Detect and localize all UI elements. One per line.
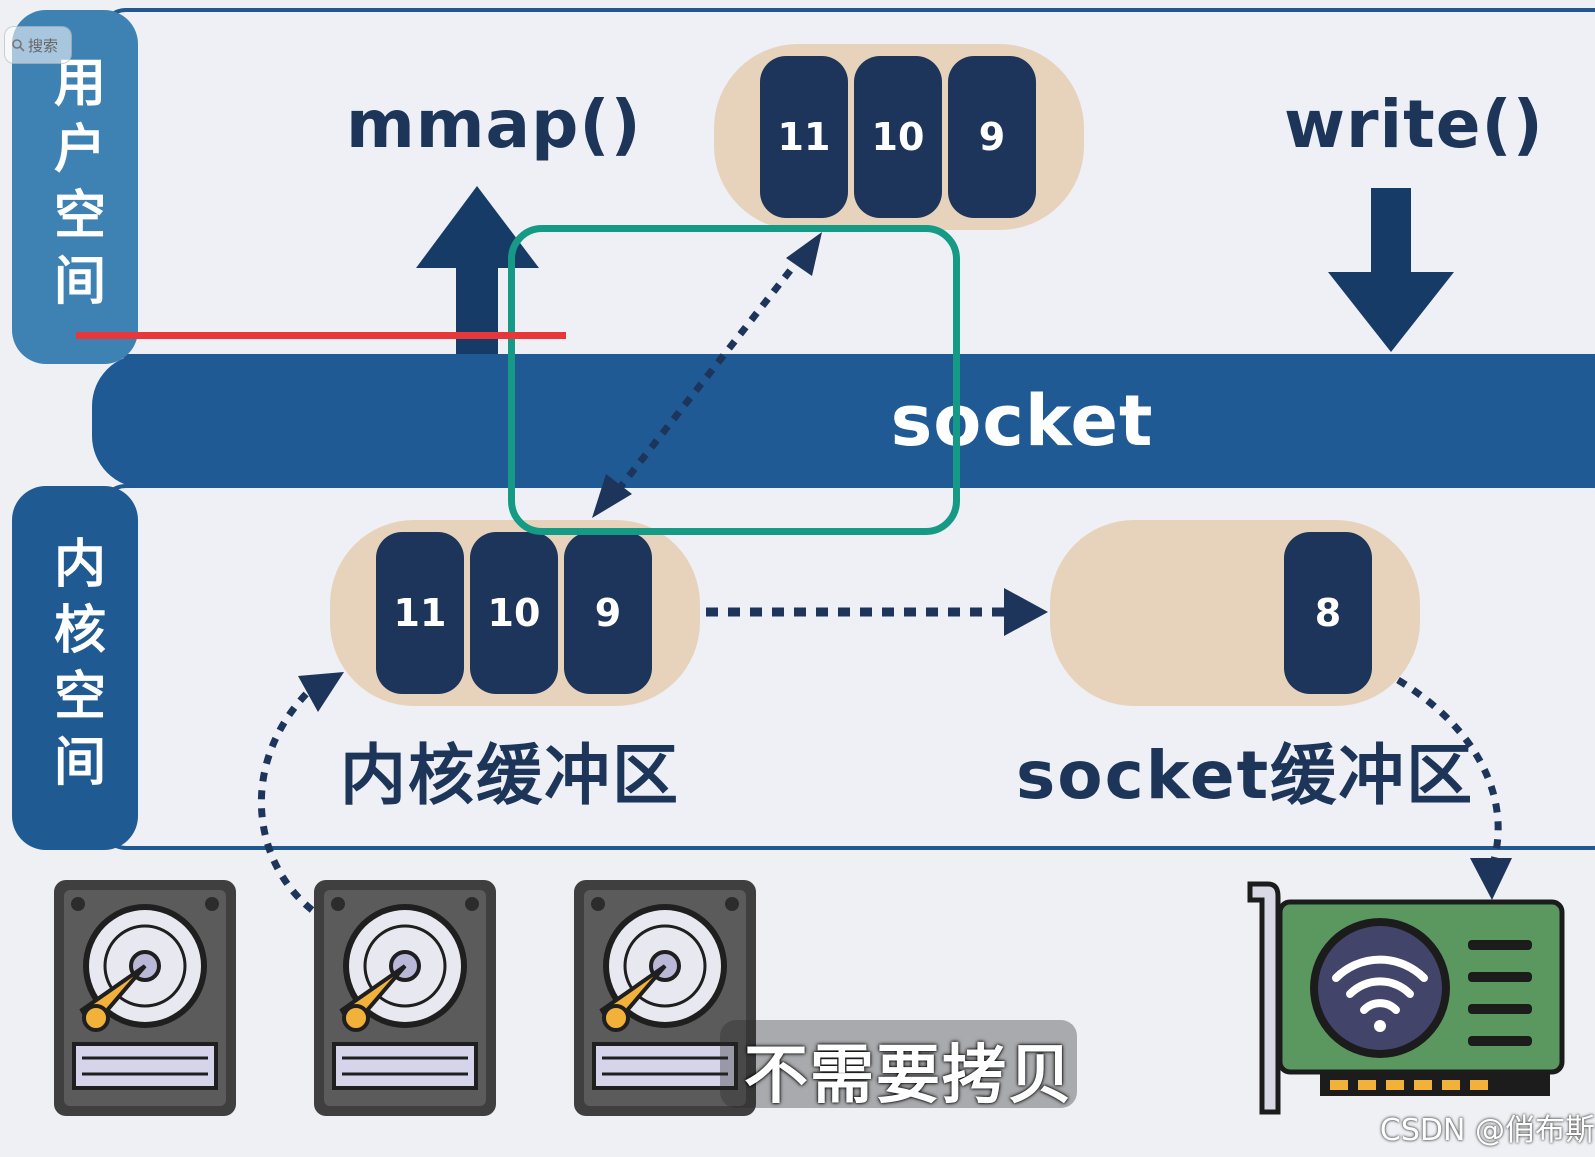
watermark: CSDN @俏布斯	[1379, 1113, 1595, 1148]
subtitle-text: 不需要拷贝	[744, 1039, 1074, 1113]
buffer-cell: 9	[564, 532, 652, 694]
search-placeholder: 搜索	[28, 36, 59, 55]
subtitle-caption: 不需要拷贝	[720, 1020, 1077, 1113]
socket-buffer: 8	[1050, 520, 1420, 706]
search-input[interactable]: 搜索	[4, 26, 72, 64]
arrowhead-right	[1004, 588, 1048, 636]
user-buffer: 11 10 9	[714, 44, 1084, 230]
highlight-box	[508, 225, 960, 535]
socket-label: socket	[890, 380, 1154, 462]
diagonal-dotted-arrow	[615, 255, 803, 493]
socket-to-nic-arrow	[1396, 677, 1502, 861]
kernel-space-tab: 内核空间	[12, 486, 138, 850]
buffer-cell: 11	[760, 56, 848, 218]
user-space-label: 用户空间	[44, 55, 105, 319]
down-arrow-icon	[1328, 188, 1454, 352]
network-card-icon	[1247, 881, 1565, 1115]
buffer-cell: 9	[948, 56, 1036, 218]
buffer-cell: 8	[1284, 532, 1372, 694]
hard-disk-icon	[574, 880, 756, 1116]
kernel-space-label: 内核空间	[44, 536, 105, 800]
buffer-cell: 10	[470, 532, 558, 694]
arrowhead-down	[592, 474, 632, 518]
arrowhead-nic	[1470, 858, 1512, 900]
arrowhead-curve	[298, 672, 344, 712]
search-icon	[12, 39, 25, 52]
hard-disk-icon	[54, 880, 236, 1116]
buffer-cell: 11	[376, 532, 464, 694]
hard-disk-icon	[314, 880, 496, 1116]
kernel-buffer-label: 内核缓冲区	[340, 737, 680, 814]
socket-buffer-label: socket缓冲区	[1016, 737, 1475, 814]
up-arrow-icon	[416, 186, 539, 354]
socket-bar: socket	[92, 354, 1595, 488]
disk-to-kernel-arrow	[257, 687, 315, 913]
arrowhead-up	[786, 232, 822, 276]
user-space-tab: 用户空间	[12, 10, 138, 364]
buffer-cell: 10	[854, 56, 942, 218]
kernel-buffer: 11 10 9	[330, 520, 700, 706]
red-annotation-line	[76, 332, 566, 339]
mmap-label: mmap()	[346, 86, 642, 163]
write-label: write()	[1284, 86, 1544, 163]
